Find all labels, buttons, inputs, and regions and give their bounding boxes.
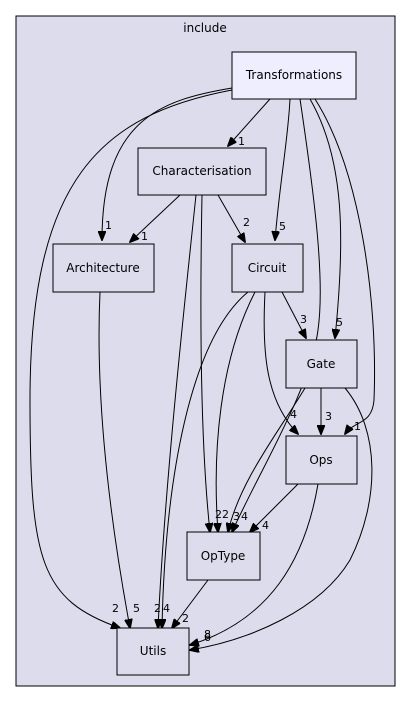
node-architecture[interactable]: Architecture <box>52 243 155 293</box>
edge-label-gate-optype: 3 <box>233 510 240 523</box>
cluster-label: include <box>183 21 226 35</box>
edge-circuit-ops <box>263 291 298 434</box>
edge-label-architecture-utils: 5 <box>133 602 140 615</box>
edge-optype-utils <box>172 579 209 628</box>
node-label-transformations: Transformations <box>245 68 342 82</box>
edge-label-circuit-gate: 3 <box>300 313 307 326</box>
edge-transformations-architecture <box>102 87 233 240</box>
edge-label-transformations-characterisation: 1 <box>238 135 245 148</box>
edge-characterisation-optype <box>200 194 210 532</box>
node-utils[interactable]: Utils <box>116 627 190 676</box>
node-label-circuit: Circuit <box>248 261 287 275</box>
edge-label-ops-optype: 4 <box>262 519 269 532</box>
edge-label-ops-utils: 6 <box>204 631 211 644</box>
edge-transformations-ops <box>314 98 376 434</box>
node-transformations[interactable]: Transformations <box>231 51 357 100</box>
edge-label-optype-utils: 2 <box>182 612 189 625</box>
edge-gate-optype <box>228 387 306 532</box>
edge-circuit-gate <box>281 291 306 338</box>
edge-label-transformations-optype: 4 <box>241 510 248 523</box>
edge-label-characterisation-optype: 2 <box>215 508 222 521</box>
edge-label-transformations-gate: 5 <box>336 316 343 329</box>
edge-label-transformations-architecture: 1 <box>105 219 112 232</box>
edge-circuit-optype <box>216 291 256 532</box>
edge-transformations-gate <box>309 98 342 338</box>
node-characterisation[interactable]: Characterisation <box>137 147 267 196</box>
edge-label-gate-ops: 3 <box>325 410 332 423</box>
edge-label-gate-utils: 8 <box>204 628 211 641</box>
edge-label-circuit-optype: 2 <box>222 508 229 521</box>
edge-label-circuit-ops: 4 <box>290 408 297 421</box>
node-label-architecture: Architecture <box>66 261 139 275</box>
node-label-optype: OpType <box>201 549 246 563</box>
edge-label-characterisation-utils: 2 <box>154 602 161 615</box>
edge-label-transformations-circuit: 5 <box>279 220 286 233</box>
edge-transformations-circuit <box>275 98 291 240</box>
edges: 1 1 2 5 4 5 1 1 2 2 2 5 <box>29 87 376 650</box>
edge-label-characterisation-architecture: 1 <box>141 230 148 243</box>
node-gate[interactable]: Gate <box>285 339 358 389</box>
node-label-gate: Gate <box>307 357 336 371</box>
edge-gate-utils <box>190 387 373 650</box>
edge-transformations-optype <box>232 98 321 532</box>
edge-characterisation-utils <box>158 194 197 628</box>
edge-label-transformations-utils: 2 <box>112 602 119 615</box>
edge-characterisation-circuit <box>217 194 245 242</box>
node-circuit[interactable]: Circuit <box>231 243 304 293</box>
node-label-utils: Utils <box>140 644 166 658</box>
edge-label-transformations-ops: 1 <box>354 420 361 433</box>
edge-label-characterisation-circuit: 2 <box>243 216 250 229</box>
node-label-ops: Ops <box>309 453 332 467</box>
node-ops[interactable]: Ops <box>285 435 358 485</box>
edge-transformations-characterisation <box>228 98 271 146</box>
edge-characterisation-architecture <box>130 194 181 242</box>
edge-architecture-utils <box>98 291 130 628</box>
edge-ops-utils <box>190 483 319 645</box>
edge-label-circuit-utils: 4 <box>163 602 170 615</box>
edge-transformations-utils <box>29 89 233 628</box>
edge-circuit-utils <box>162 291 249 628</box>
node-label-characterisation: Characterisation <box>152 164 251 178</box>
nodes: Transformations Characterisation Archite… <box>52 51 358 676</box>
node-optype[interactable]: OpType <box>186 531 261 581</box>
edge-ops-optype <box>250 483 299 532</box>
